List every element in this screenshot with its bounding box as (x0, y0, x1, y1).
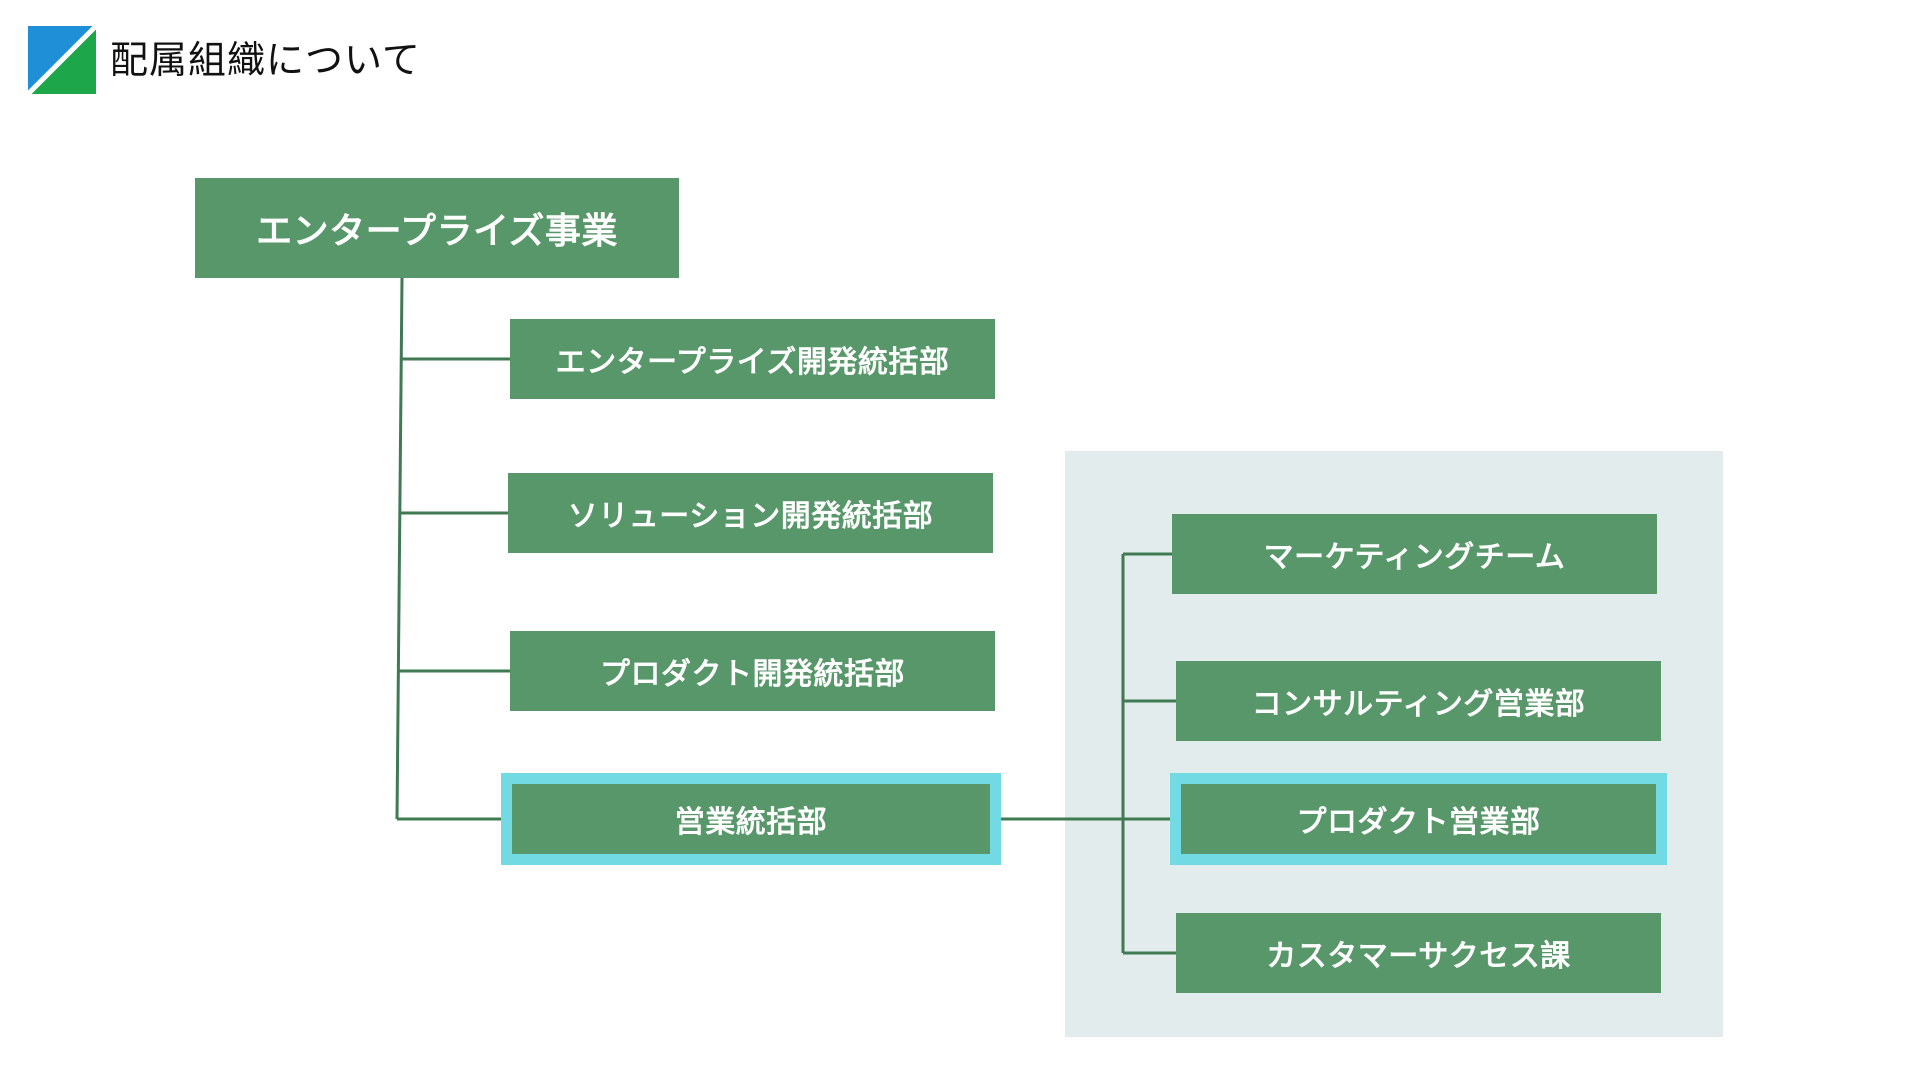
division-box-solution-dev: ソリューション開発統括部 (508, 473, 993, 553)
unit-box-consulting-sales: コンサルティング営業部 (1176, 661, 1661, 741)
page-title: 配属組織について (110, 38, 421, 82)
division-box-sales: 営業統括部 (501, 773, 1001, 865)
unit-box-product-sales: プロダクト営業部 (1170, 773, 1667, 865)
division-box-product-dev: プロダクト開発統括部 (510, 631, 995, 711)
division-box-enterprise-dev: エンタープライズ開発統括部 (510, 319, 995, 399)
unit-box-customer-success: カスタマーサクセス課 (1176, 913, 1661, 993)
unit-box-marketing: マーケティングチーム (1172, 514, 1657, 594)
org-root-box: エンタープライズ事業 (195, 178, 679, 278)
root-trunk-line (395, 277, 404, 820)
company-logo-icon (28, 26, 96, 94)
